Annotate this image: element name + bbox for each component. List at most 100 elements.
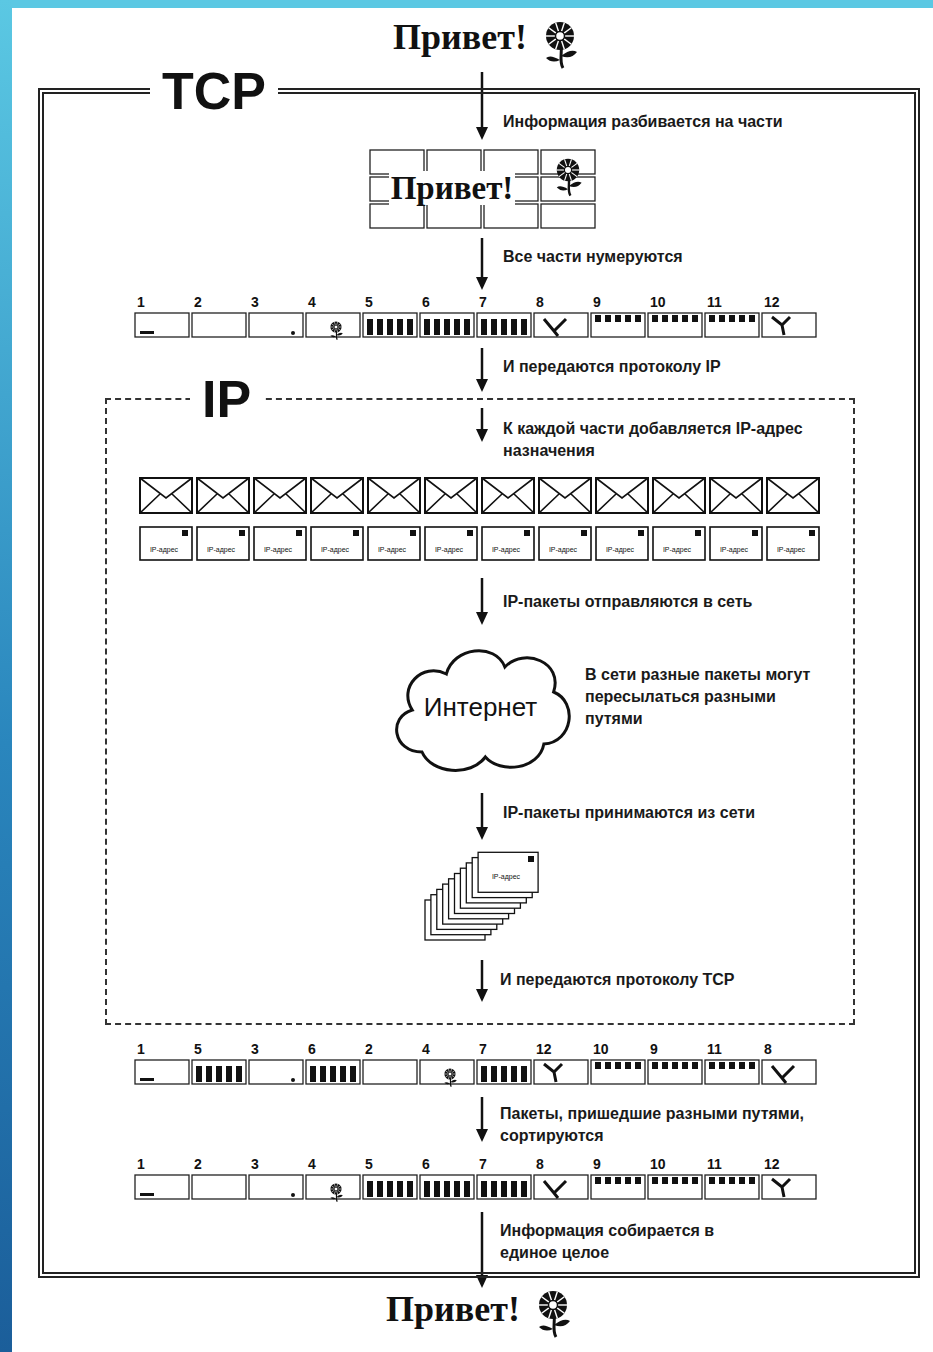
flower-leaf xyxy=(336,1195,342,1198)
flower-center xyxy=(564,166,571,173)
envelope-flap xyxy=(425,478,477,513)
packet-part xyxy=(420,1060,474,1084)
flower-leaf xyxy=(554,1320,570,1327)
address-label: IP-адрес xyxy=(663,546,691,554)
fragment-mark xyxy=(544,319,566,336)
addressed-packet xyxy=(653,527,705,560)
packet-part xyxy=(534,1175,588,1199)
addressed-packet xyxy=(482,527,534,560)
fragment-mark xyxy=(652,1177,658,1184)
flow-arrow-line xyxy=(481,578,484,615)
packet-stamp xyxy=(524,530,530,536)
fragment-mark xyxy=(340,1066,346,1082)
packet-stamp xyxy=(353,530,359,536)
envelope-icon xyxy=(767,478,819,513)
flower-petal-line xyxy=(337,322,338,325)
fragment-mark xyxy=(625,1177,631,1184)
packet-part xyxy=(420,1175,474,1199)
flower-petal-line xyxy=(562,23,565,32)
fragment-mark xyxy=(662,1177,668,1184)
flower-petal-line xyxy=(338,327,342,328)
flower-petal-line xyxy=(569,174,571,181)
fragment-mark xyxy=(464,319,470,335)
fragment-mark xyxy=(709,315,715,322)
part-number: 9 xyxy=(593,294,601,310)
fragment-mark xyxy=(521,319,527,335)
fragment-mark xyxy=(615,1177,621,1184)
flower-petal-line xyxy=(338,1189,342,1190)
addressed-packet xyxy=(710,527,762,560)
fragment-mark xyxy=(595,315,601,322)
packet-part xyxy=(705,1175,759,1199)
envelope-icon xyxy=(368,478,420,513)
cloud-shape xyxy=(397,651,570,771)
packet-stamp xyxy=(410,530,416,536)
fragment-mark xyxy=(387,1181,393,1197)
envelope-icon xyxy=(539,478,591,513)
addressed-packet xyxy=(368,527,420,560)
fragment-mark xyxy=(692,315,698,322)
flow-arrow-line xyxy=(481,72,484,130)
flower-petal-line xyxy=(452,1074,456,1075)
fragment-mark xyxy=(206,1066,212,1082)
fragment-mark xyxy=(481,1066,487,1082)
packet-part xyxy=(705,1060,759,1084)
envelope-icon xyxy=(653,478,705,513)
packet-stamp xyxy=(467,530,473,536)
flower-petal-line xyxy=(564,39,571,44)
packet-part xyxy=(249,1060,303,1084)
flow-arrow-head xyxy=(476,277,488,290)
fragment-mark xyxy=(140,1193,154,1196)
flower-petals xyxy=(546,22,574,50)
part-number: 12 xyxy=(764,1156,780,1172)
envelope-icon xyxy=(140,478,192,513)
packet-part xyxy=(306,1175,360,1199)
flower-petal-line xyxy=(338,328,341,330)
flower-icon xyxy=(546,22,577,68)
address-label: IP-адрес xyxy=(492,873,520,881)
packet-part xyxy=(648,313,702,337)
packet-part xyxy=(648,1060,702,1084)
flower-leaf xyxy=(330,1197,336,1199)
packet-part xyxy=(249,1175,303,1199)
part-number: 2 xyxy=(194,1156,202,1172)
fragment-mark xyxy=(772,317,790,335)
fragment-mark xyxy=(749,1177,755,1184)
flower-petal-line xyxy=(559,172,565,176)
flower-center xyxy=(549,1301,558,1310)
fragment-mark xyxy=(196,1066,202,1082)
packet-part xyxy=(363,1060,417,1084)
step-caption: В сети разные пакеты могут пересылаться … xyxy=(585,664,815,730)
packet-stamp xyxy=(581,530,587,536)
packet-part xyxy=(192,1175,246,1199)
part-number: 5 xyxy=(365,294,373,310)
flower-petal-line xyxy=(451,1076,452,1079)
flower-petals xyxy=(444,1068,455,1079)
flower-petal-line xyxy=(557,1308,564,1313)
flower-icon xyxy=(539,1291,570,1337)
flower-center xyxy=(448,1072,452,1076)
flower-petal-line xyxy=(338,1186,341,1188)
part-number: 6 xyxy=(422,1156,430,1172)
part-number: 4 xyxy=(308,1156,316,1172)
flower-petal-line xyxy=(331,1186,334,1188)
fragment-mark xyxy=(291,331,295,335)
part-number: 2 xyxy=(194,294,202,310)
grid-cell xyxy=(484,204,538,228)
fragment-mark xyxy=(595,1177,601,1184)
address-label: IP-адрес xyxy=(207,546,235,554)
flower-petal-line xyxy=(445,1071,448,1073)
flower-petal-line xyxy=(334,1191,335,1194)
flower-leaf xyxy=(546,56,560,61)
part-number: 11 xyxy=(707,1156,722,1172)
envelope-icon xyxy=(482,478,534,513)
fragment-mark xyxy=(615,1062,621,1069)
part-number: 3 xyxy=(251,1156,259,1172)
part-number: 7 xyxy=(479,1156,487,1172)
fragment-mark xyxy=(491,1066,497,1082)
grid-cell xyxy=(370,204,424,228)
flower-petals xyxy=(557,159,579,181)
packet-part xyxy=(477,1175,531,1199)
flow-arrow-line xyxy=(481,1097,484,1132)
part-number: 7 xyxy=(479,294,487,310)
